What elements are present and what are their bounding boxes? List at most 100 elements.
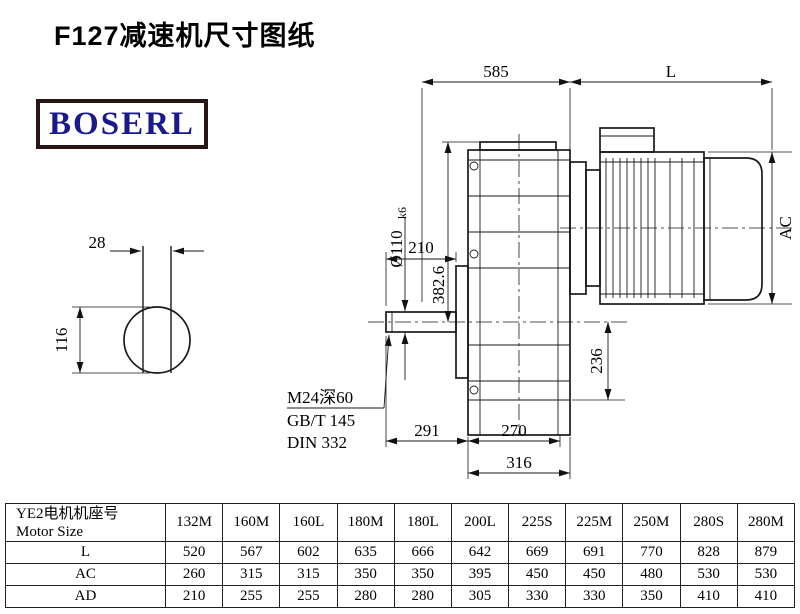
size-header-cell: 280S: [679, 503, 738, 542]
value-cell: 879: [736, 541, 796, 564]
value-cell: 210: [164, 585, 224, 608]
centerlines: [368, 134, 792, 436]
bolt-hole-icon: [469, 161, 479, 171]
dim-236: 236: [572, 322, 625, 401]
value-cell: 410: [679, 585, 738, 608]
fan-cowl: [703, 157, 763, 301]
value-cell: 350: [336, 563, 395, 586]
value-cell: 350: [622, 585, 681, 608]
dim-AC-label: AC: [776, 216, 795, 240]
gearbox-inner-walls: [479, 150, 559, 435]
motor-size-header-cell: YE2电机机座号 Motor Size: [5, 503, 166, 542]
value-cell: 635: [336, 541, 395, 564]
value-cell: 770: [622, 541, 681, 564]
dim-L-label: L: [666, 62, 676, 81]
boserl-logo-box: BOSERL: [36, 99, 208, 149]
dim-shaft-diameter: Ø110 k6: [387, 207, 409, 380]
size-header-cell: 132M: [164, 503, 224, 542]
size-header-cell: 160M: [222, 503, 281, 542]
value-cell: 280: [393, 585, 452, 608]
value-cell: 666: [393, 541, 452, 564]
size-header-cell: 225S: [508, 503, 567, 542]
size-header-cell: 160L: [279, 503, 338, 542]
table-row-AC: AC 260 315 315 350 350 395 450 450 480 5…: [5, 563, 796, 586]
value-cell: 255: [222, 585, 281, 608]
value-cell: 530: [679, 563, 738, 586]
shaft-section-view: 28 116: [52, 233, 204, 374]
bolt-hole-icon: [469, 249, 479, 259]
table-row-L: L 520 567 602 635 666 642 669 691 770 82…: [5, 541, 796, 564]
value-cell: 315: [222, 563, 281, 586]
dim-291: 291: [385, 336, 468, 447]
keyway-lines: [142, 246, 172, 373]
row-label-AC: AC: [5, 563, 166, 586]
din-standard-label: DIN 332: [287, 433, 347, 452]
row-label-L: L: [5, 541, 166, 564]
value-cell: 410: [736, 585, 796, 608]
dim-L: L: [570, 62, 773, 150]
value-cell: 350: [393, 563, 452, 586]
size-header-cell: 250M: [622, 503, 681, 542]
size-header-cell: 225M: [565, 503, 624, 542]
dim-116-label: 116: [52, 328, 71, 353]
size-header-cell: 180L: [393, 503, 452, 542]
value-cell: 567: [222, 541, 281, 564]
value-cell: 530: [736, 563, 796, 586]
terminal-box: [599, 127, 655, 153]
dim-AC-ext: [708, 151, 792, 305]
shaft-circle: [123, 306, 191, 374]
value-cell: 305: [450, 585, 510, 608]
motor-dimension-table: YE2电机机座号 Motor Size 132M 160M 160L 180M …: [5, 503, 796, 608]
dim-236-label: 236: [587, 348, 606, 374]
dim-AC: AC: [708, 151, 795, 305]
dim-585: 585: [421, 62, 571, 302]
dim-dia-tolerance-label: k6: [395, 207, 409, 219]
value-cell: 602: [279, 541, 338, 564]
size-header-cell: 280M: [736, 503, 796, 542]
row-label-AD: AD: [5, 585, 166, 608]
dim-382-6-label: 382.6: [429, 266, 448, 304]
value-cell: 260: [164, 563, 224, 586]
thread-notes: M24深60 GB/T 145 DIN 332: [287, 334, 392, 452]
value-cell: 642: [450, 541, 510, 564]
dim-316: 316: [468, 437, 571, 479]
size-header-cell: 200L: [450, 503, 510, 542]
table-header-row: YE2电机机座号 Motor Size 132M 160M 160L 180M …: [5, 503, 796, 542]
value-cell: 330: [508, 585, 567, 608]
page-title: F127减速机尺寸图纸: [54, 21, 316, 51]
dim-585-label: 585: [483, 62, 509, 81]
dim-316-label: 316: [506, 453, 532, 472]
size-header-cell: 180M: [336, 503, 395, 542]
value-cell: 480: [622, 563, 681, 586]
value-cell: 450: [565, 563, 624, 586]
dim-28-label: 28: [89, 233, 106, 252]
dim-382-6: 382.6: [429, 141, 480, 322]
motor-frame-lines: [600, 161, 704, 295]
motor-size-header-en: Motor Size: [16, 523, 84, 540]
value-cell: 450: [508, 563, 567, 586]
thread-note-label: M24深60: [287, 388, 353, 407]
dim-dia-label: Ø110: [387, 230, 406, 267]
thread-note-leader: [383, 334, 392, 409]
value-cell: 280: [336, 585, 395, 608]
gbt-standard-label: GB/T 145: [287, 411, 355, 430]
dimension-drawing: 28 116 585: [52, 62, 795, 479]
table-row-AD: AD 210 255 255 280 280 305 330 330 350 4…: [5, 585, 796, 608]
value-cell: 255: [279, 585, 338, 608]
value-cell: 395: [450, 563, 510, 586]
gearbox-top-cap: [479, 141, 557, 151]
value-cell: 691: [565, 541, 624, 564]
value-cell: 669: [508, 541, 567, 564]
bolt-hole-icon: [469, 385, 479, 395]
dim-116-ext: [72, 306, 150, 374]
value-cell: 520: [164, 541, 224, 564]
dim-210-label: 210: [408, 238, 434, 257]
motor-view: [569, 127, 763, 305]
gearbox-view: [385, 141, 571, 436]
motor-size-header-cn: YE2电机机座号: [16, 505, 119, 522]
value-cell: 330: [565, 585, 624, 608]
dim-291-label: 291: [414, 421, 440, 440]
dim-270-label: 270: [501, 421, 527, 440]
dim-585-ext: [421, 88, 571, 302]
value-cell: 315: [279, 563, 338, 586]
